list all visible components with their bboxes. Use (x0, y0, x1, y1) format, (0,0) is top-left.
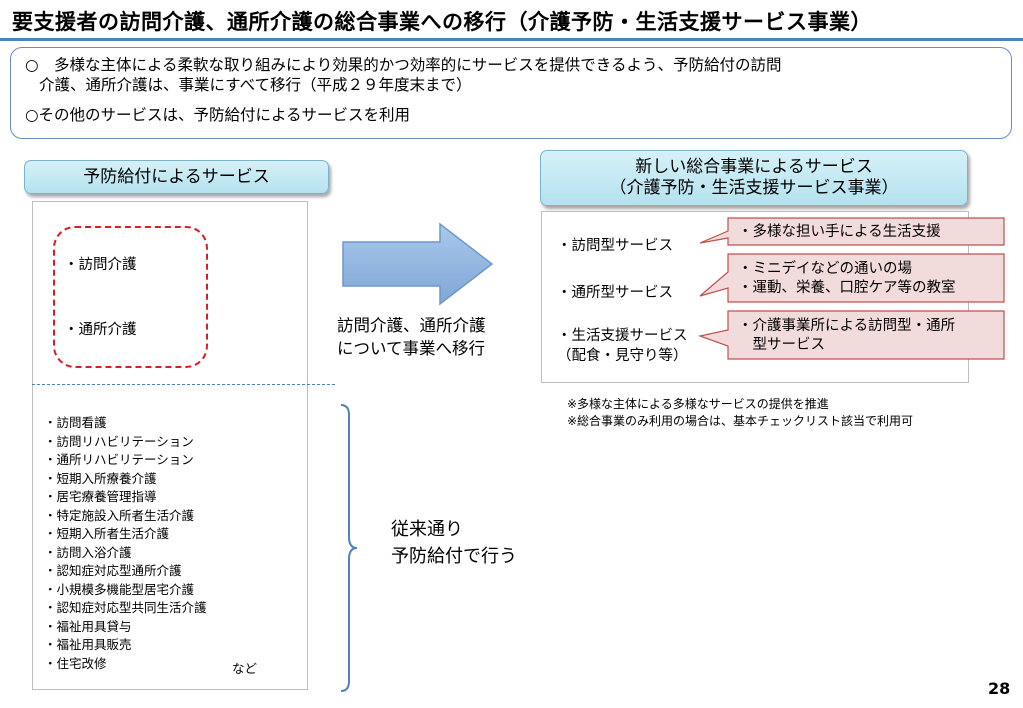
service-visiting-label: ・訪問型サービス (557, 238, 673, 254)
callout-daycare-shape (699, 253, 1005, 303)
list-item: ・認知症対応型共同生活介護 (44, 600, 207, 615)
list-item: ・訪問リハビリテーション (44, 433, 194, 449)
footnote-2: ※総合事業のみ利用の場合は、基本チェックリスト該当で利用可 (567, 414, 914, 428)
new-program-header-line-1: 新しい総合事業によるサービス (635, 157, 873, 177)
new-program-header: 新しい総合事業によるサービス （介護予防・生活支援サービス事業） (540, 150, 968, 206)
callout-life-support: ・介護事業所による訪問型・通所 型サービス (738, 317, 955, 355)
title-underline (0, 38, 1023, 41)
service-life-support-label: ・生活支援サービス (557, 328, 688, 344)
service-daycare: ・通所型サービス (557, 283, 673, 303)
list-item: ・特定施設入所者生活介護 (44, 507, 195, 523)
panel-separator (32, 384, 335, 385)
migration-caption: 訪問介護、通所介護 について事業へ移行 (337, 314, 486, 360)
right-brace-icon (340, 404, 358, 692)
list-item: ・福祉用具販売 (44, 637, 132, 652)
etc-label: など (232, 661, 258, 676)
callout-daycare-line-2: ・運動、栄養、口腔ケア等の教室 (738, 280, 956, 296)
service-life-support-sublabel: （配食・見守り等） (557, 348, 688, 364)
migrating-services-highlight (53, 226, 208, 368)
traditional-caption: 従来通り 予防給付で行う (391, 516, 517, 570)
list-item: ・住宅改修 (44, 655, 107, 671)
remaining-services-list: ・訪問看護 ・訪問リハビリテーション ・通所リハビリテーション ・短期入所療養介… (44, 414, 207, 673)
migration-caption-line-1: 訪問介護、通所介護 (337, 316, 486, 335)
traditional-caption-line-2: 予防給付で行う (391, 546, 517, 567)
list-item: ・訪問入浴介護 (44, 544, 132, 560)
list-item: ・訪問看護 (44, 415, 107, 430)
service-life-support: ・生活支援サービス （配食・見守り等） (557, 326, 688, 366)
summary-box: ○ 多様な主体による柔軟な取り組みにより効果的かつ効率的にサービスを提供できるよ… (10, 47, 1012, 139)
prevention-benefit-panel (32, 201, 308, 690)
migration-arrow-icon (342, 222, 494, 306)
traditional-caption-line-1: 従来通り (391, 519, 463, 540)
callout-life-support-line-2: 型サービス (738, 337, 825, 353)
list-item: ・短期入所者生活介護 (44, 526, 170, 541)
list-item: ・小規模多機能型居宅介護 (44, 581, 195, 597)
service-daycare-label: ・通所型サービス (557, 285, 673, 301)
callout-daycare-line-1: ・ミニデイなどの通いの場 (738, 261, 912, 277)
list-item: ・短期入所療養介護 (44, 470, 157, 486)
prevention-benefit-header: 予防給付によるサービス (24, 160, 329, 194)
list-item: ・居宅療養管理指導 (44, 489, 157, 504)
callout-life-support-line-1: ・介護事業所による訪問型・通所 (738, 318, 956, 334)
footnotes: ※多様な主体による多様なサービスの提供を推進 ※総合事業のみ利用の場合は、基本チ… (567, 396, 913, 430)
callout-daycare: ・ミニデイなどの通いの場 ・運動、栄養、口腔ケア等の教室 (738, 260, 956, 298)
new-program-header-line-2: （介護予防・生活支援サービス事業） (609, 178, 899, 198)
list-item: ・福祉用具貸与 (44, 618, 132, 634)
callout-visiting: ・多様な担い手による生活支援 (738, 223, 941, 242)
list-item: ・通所リハビリテーション (44, 452, 194, 467)
migrating-item-home-visit-care: ・訪問介護 (64, 257, 137, 273)
summary-line-1b: 介護、通所介護は、事業にすべて移行（平成２９年度末まで） (39, 76, 472, 94)
service-visiting: ・訪問型サービス (557, 236, 673, 256)
migration-caption-line-2: について事業へ移行 (337, 339, 486, 358)
callout-visiting-shape (699, 217, 1005, 246)
footnote-1: ※多様な主体による多様なサービスの提供を推進 (567, 397, 829, 411)
summary-line-2: ○その他のサービスは、予防給付によるサービスを利用 (25, 106, 411, 124)
prevention-benefit-header-label: 予防給付によるサービス (83, 166, 270, 187)
page-title: 要支援者の訪問介護、通所介護の総合事業への移行（介護予防・生活支援サービス事業） (12, 10, 872, 34)
callout-lifesupport-shape (697, 310, 1005, 360)
page-number: 28 (988, 679, 1011, 698)
summary-line-1a: ○ 多様な主体による柔軟な取り組みにより効果的かつ効率的にサービスを提供できるよ… (25, 56, 782, 74)
list-item: ・認知症対応型通所介護 (44, 563, 182, 578)
migrating-item-day-care: ・通所介護 (64, 322, 137, 338)
callout-visiting-line-1: ・多様な担い手による生活支援 (738, 224, 941, 240)
